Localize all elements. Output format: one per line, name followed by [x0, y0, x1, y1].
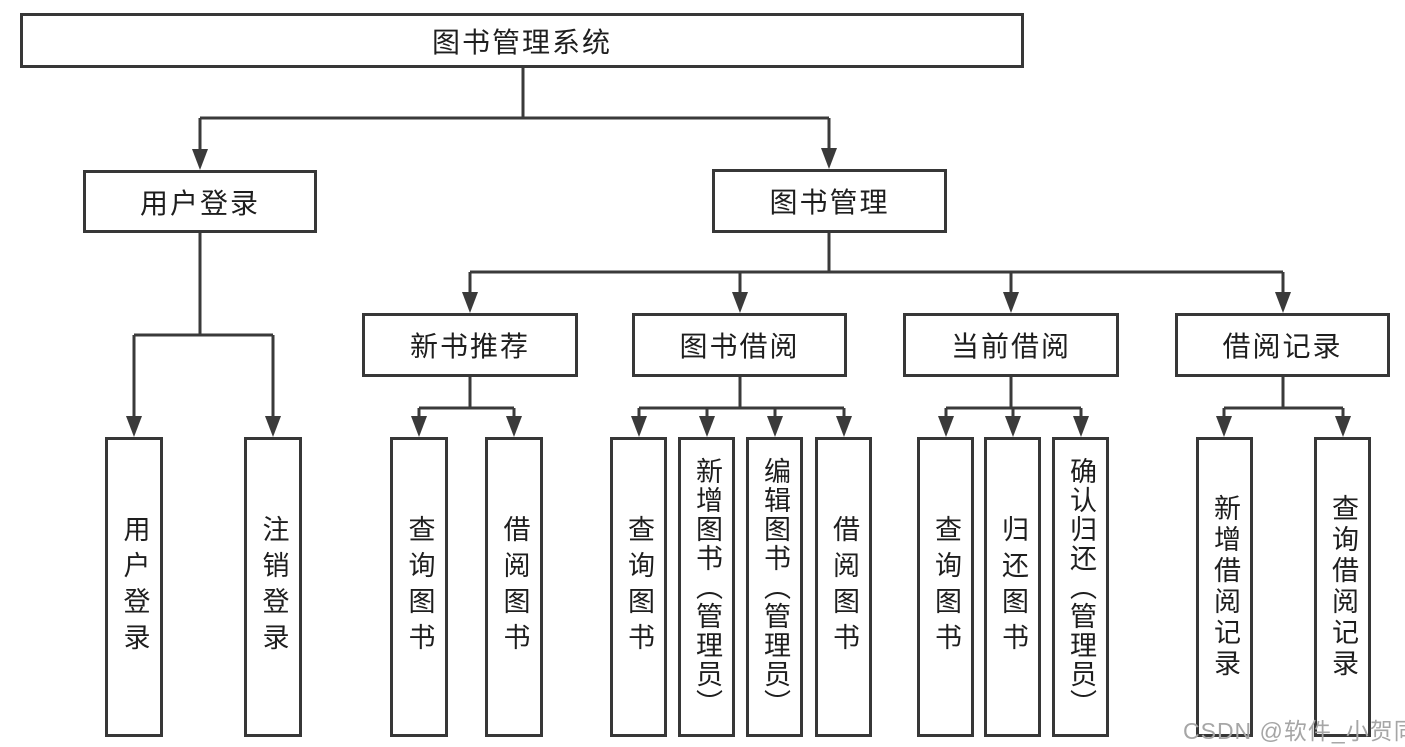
leaf-records-add: 新增借阅记录	[1196, 437, 1253, 737]
leaf-label: 新增图书（管理员）	[692, 456, 722, 718]
leaf-current-confirm-return-admin: 确认归还（管理员）	[1052, 437, 1109, 737]
node-book-management-label: 图书管理	[769, 187, 890, 218]
leaf-newbooks-borrow-books: 借阅图书	[485, 437, 543, 737]
node-root: 图书管理系统	[20, 13, 1024, 68]
node-new-book-recommend: 新书推荐	[362, 313, 578, 377]
node-user-login-label: 用户登录	[139, 187, 260, 219]
node-borrow-records: 借阅记录	[1175, 313, 1390, 377]
node-new-book-recommend-label: 新书推荐	[409, 331, 530, 362]
leaf-newbooks-query-books: 查询图书	[390, 437, 448, 737]
leaf-label: 确认归还（管理员）	[1066, 456, 1096, 718]
node-book-management: 图书管理	[712, 169, 947, 233]
leaf-current-query-books: 查询图书	[917, 437, 974, 737]
node-root-label: 图书管理系统	[431, 26, 612, 58]
leaf-label: 用户登录	[119, 515, 150, 659]
leaf-label: 归还图书	[998, 515, 1028, 659]
leaf-label: 新增借阅记录	[1210, 494, 1240, 680]
leaf-borrow-add-books-admin: 新增图书（管理员）	[678, 437, 735, 737]
node-borrow-records-label: 借阅记录	[1222, 331, 1343, 362]
node-book-borrow: 图书借阅	[632, 313, 847, 377]
leaf-label: 注销登录	[258, 515, 289, 659]
leaf-label: 编辑图书（管理员）	[760, 456, 790, 718]
leaf-label: 查询图书	[624, 515, 654, 659]
node-user-login: 用户登录	[83, 170, 317, 233]
leaf-label: 借阅图书	[499, 515, 530, 659]
arrowheads	[126, 148, 1351, 437]
node-current-borrow-label: 当前借阅	[950, 331, 1071, 362]
leaf-borrow-edit-books-admin: 编辑图书（管理员）	[746, 437, 803, 737]
node-book-borrow-label: 图书借阅	[679, 331, 800, 362]
leaf-borrow-query-books: 查询图书	[610, 437, 667, 737]
leaf-label: 查询借阅记录	[1328, 494, 1358, 680]
node-current-borrow: 当前借阅	[903, 313, 1119, 377]
leaf-label: 借阅图书	[829, 515, 859, 659]
leaf-borrow-borrow-books: 借阅图书	[815, 437, 872, 737]
leaf-current-return-books: 归还图书	[984, 437, 1041, 737]
leaf-label: 查询图书	[931, 515, 961, 659]
leaf-logout: 注销登录	[244, 437, 302, 737]
leaf-label: 查询图书	[404, 515, 435, 659]
connector-path	[132, 68, 1345, 418]
csdn-watermark: CSDN @软件_小贺同学	[1183, 718, 1405, 744]
leaf-user-login: 用户登录	[105, 437, 163, 737]
leaf-records-query: 查询借阅记录	[1314, 437, 1371, 737]
